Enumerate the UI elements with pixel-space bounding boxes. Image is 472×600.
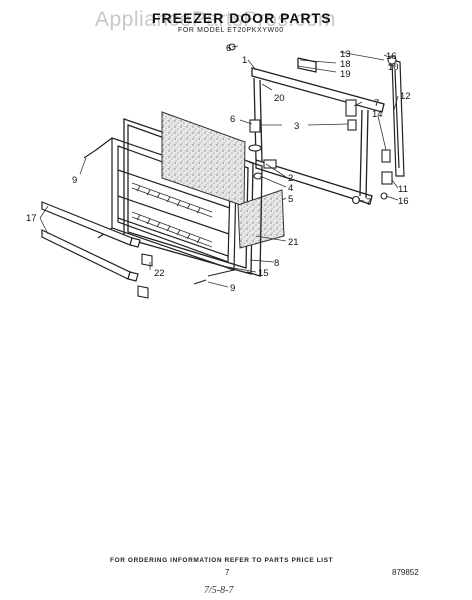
model-subtitle: FOR MODEL ET20PKXYW00 (178, 27, 284, 34)
callout-6: 6 (230, 114, 235, 125)
callout-2: 2 (288, 173, 293, 184)
callout-6: 6 (226, 43, 231, 54)
callout-9: 9 (72, 175, 77, 186)
diagram-code: 879852 (392, 568, 419, 577)
callout-14: 14 (372, 109, 383, 120)
door-shelf-bars (41, 201, 141, 282)
callout-7: 7 (366, 197, 371, 208)
callout-16: 16 (386, 51, 397, 62)
leader-lines (39, 45, 399, 288)
callout-8: 8 (274, 258, 279, 269)
handle-strip (391, 59, 405, 177)
diagram-title: FREEZER DOOR PARTS (152, 10, 332, 26)
callout-15: 15 (258, 268, 269, 279)
callout-11: 11 (398, 184, 408, 195)
door-insulation (161, 111, 285, 249)
page-number: 7 (225, 568, 230, 577)
hinge-hardware (248, 55, 397, 205)
callout-18: 18 (340, 59, 351, 70)
shelf-rails (131, 182, 213, 248)
callout-10: 10 (388, 62, 399, 73)
shelf-end-caps (137, 253, 153, 299)
callout-20: 20 (274, 93, 285, 104)
callout-19: 19 (340, 69, 351, 80)
callout-9: 9 (230, 283, 235, 294)
handle-frame (251, 57, 385, 205)
ordering-info-note: FOR ORDERING INFORMATION REFER TO PARTS … (110, 557, 334, 564)
callout-7: 7 (374, 98, 379, 109)
callout-3: 3 (294, 121, 299, 132)
callout-13: 13 (340, 49, 351, 60)
callout-labels: 16 6 1 13 18 10 19 20 12 7 14 6 3 2 4 5 … (26, 43, 411, 294)
callout-12: 12 (400, 91, 411, 102)
callout-4: 4 (288, 183, 293, 194)
callout-17: 17 (26, 213, 37, 224)
callout-16: 16 (398, 196, 409, 207)
callout-1: 1 (242, 55, 247, 66)
watermark: AppliancePartsPros.com (95, 8, 336, 31)
callout-21: 21 (288, 237, 299, 248)
callout-5: 5 (288, 194, 293, 205)
callout-22: 22 (154, 268, 165, 279)
handwritten-note: 7/5-8-7 (204, 585, 234, 596)
